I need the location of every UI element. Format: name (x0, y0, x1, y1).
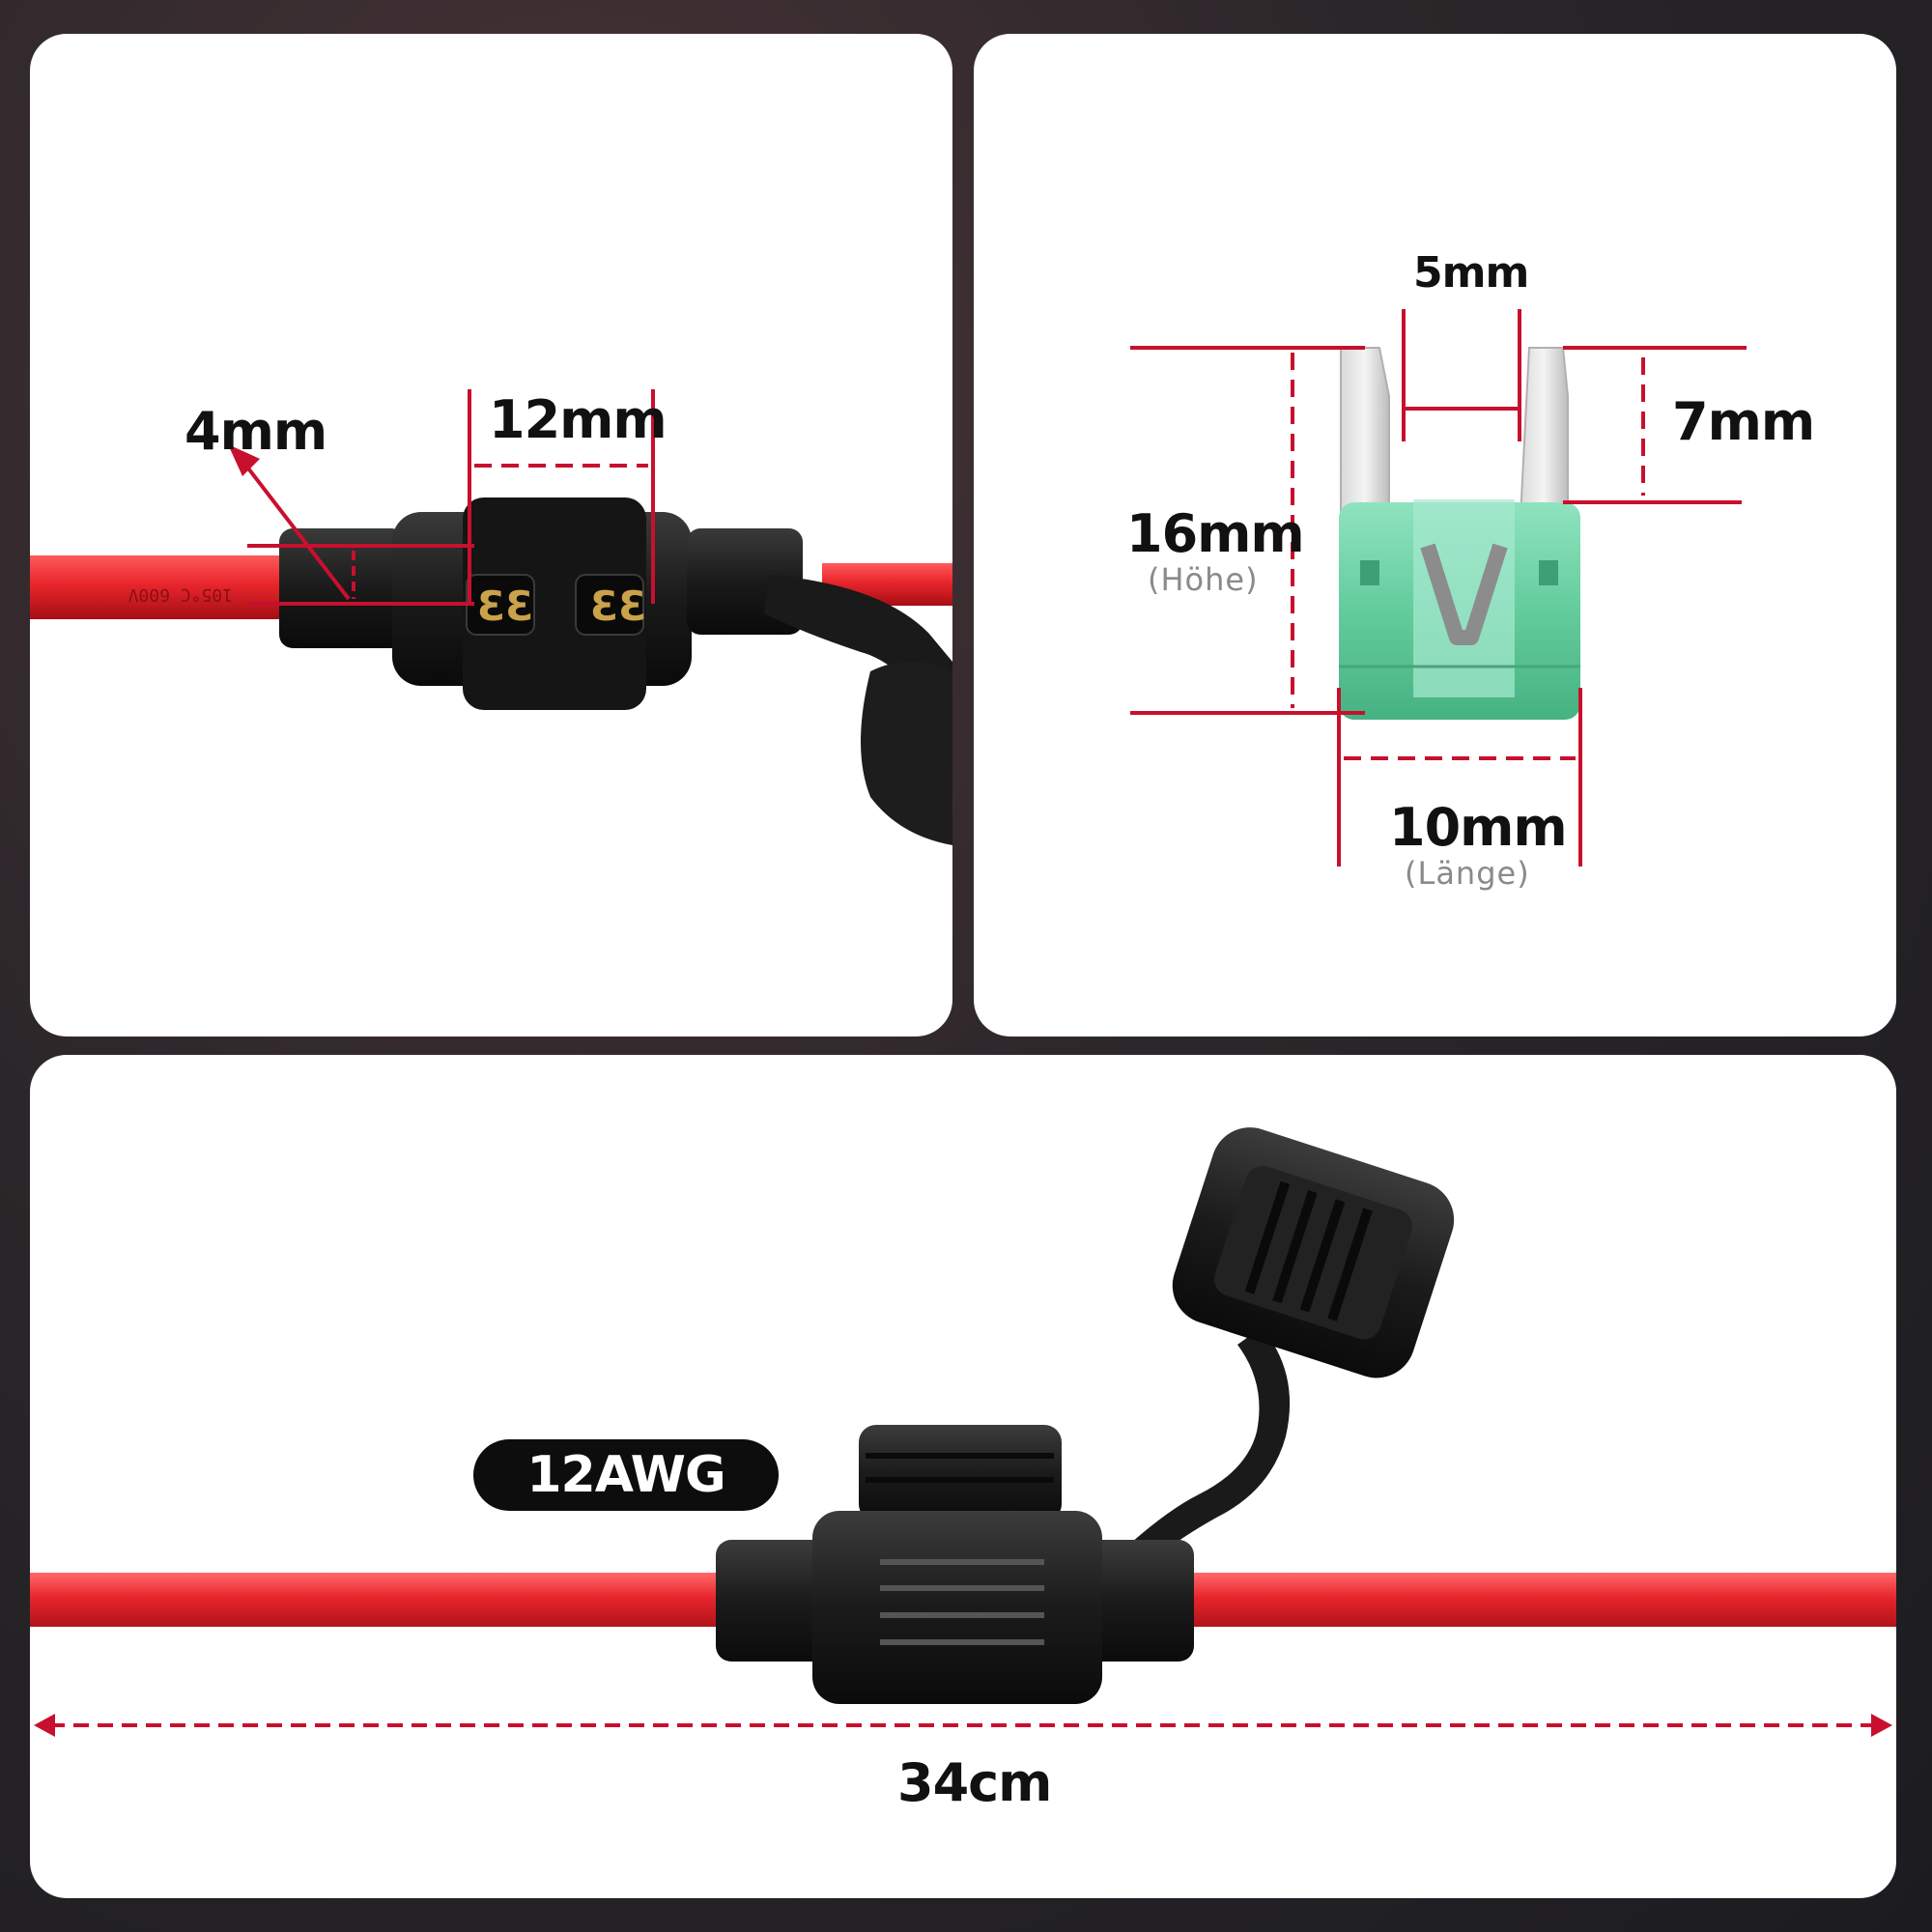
label-5mm: 5mm (1413, 248, 1529, 298)
label-16mm: 16mm (1126, 503, 1305, 564)
fuse-slot-right (575, 574, 644, 636)
svg-text:ƐƐ: ƐƐ (590, 582, 646, 630)
dimension-7mm-lines (1563, 346, 1747, 504)
fuse-blade-left (1340, 347, 1390, 537)
holder-collar (859, 1425, 1062, 1521)
dimension-10mm-lines (1337, 688, 1582, 867)
red-wire-left (30, 1573, 725, 1627)
wire-length-illustration (30, 1127, 1896, 1737)
dimension-34cm-line (34, 1714, 1892, 1737)
label-laenge: (Länge) (1405, 855, 1530, 892)
red-wire-right (1189, 1573, 1896, 1627)
fuse-dimensions-illustration (1130, 309, 1747, 867)
red-wire-left (30, 555, 291, 619)
dimension-12mm-lines (468, 389, 655, 604)
holder-sleeve-left (716, 1540, 832, 1662)
label-4mm: 4mm (185, 401, 327, 462)
svg-text:ƐƐ: ƐƐ (477, 582, 533, 630)
label-12mm: 12mm (489, 389, 668, 450)
label-7mm: 7mm (1672, 391, 1815, 452)
holder-closeup-illustration: 105°C 600V ƐƐ ƐƐ (30, 389, 952, 845)
label-34cm: 34cm (897, 1752, 1052, 1813)
dimension-16mm-lines (1130, 346, 1365, 715)
holder-body (812, 1511, 1102, 1704)
svg-text:105°C 600V: 105°C 600V (128, 584, 233, 605)
label-10mm: 10mm (1389, 797, 1568, 858)
label-hoehe: (Höhe) (1148, 561, 1259, 598)
wire-gauge-badge: 12AWG (473, 1439, 779, 1511)
dimension-4mm-lines (228, 444, 474, 606)
panel-fuse-dimensions: 5mm 7mm 16mm (Höhe) 10mm (Länge) (974, 34, 1896, 1037)
panel-wire-length: 12AWG 34cm (30, 1055, 1896, 1898)
holder-sleeve-right (1073, 1540, 1194, 1662)
dimension-5mm-lines (1402, 309, 1521, 441)
fuse-holder-cap (1172, 1127, 1455, 1378)
panel-holder-closeup: 105°C 600V ƐƐ ƐƐ 4mm 12mm (30, 34, 952, 1037)
